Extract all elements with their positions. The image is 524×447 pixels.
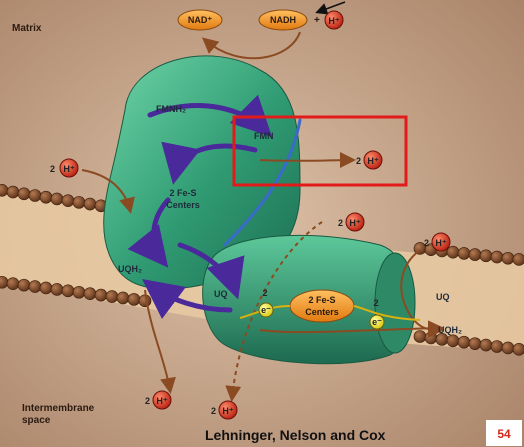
electron-flow-arrows xyxy=(127,94,302,319)
lipid-head xyxy=(39,190,53,204)
lipid-head xyxy=(6,185,20,199)
proton-right-top: 2 H⁺ xyxy=(424,232,451,252)
label-intermembrane: Intermembrane xyxy=(22,403,95,414)
lipid-head xyxy=(490,340,504,353)
lipid-head xyxy=(83,197,97,211)
lipid-head xyxy=(94,288,108,302)
lipid-head xyxy=(61,194,75,207)
proton-bottom-center-count: 2 xyxy=(211,406,216,416)
lipid-head xyxy=(28,189,42,202)
lipid-head xyxy=(39,281,53,295)
lipid-head xyxy=(83,287,97,300)
proton-nadh: H⁺ xyxy=(324,10,344,30)
label-uqh2-right: UQH₂ xyxy=(438,325,462,335)
lipid-head xyxy=(61,284,75,298)
label-uqh2-left: UQH₂ xyxy=(118,264,142,274)
label-uq-center: UQ xyxy=(214,289,228,299)
label-uq-right: UQ xyxy=(436,292,450,302)
proton-left-symbol: H⁺ xyxy=(63,164,74,174)
dashed-proton-path xyxy=(225,221,323,402)
proton-bottom-center-symbol: H⁺ xyxy=(222,406,233,416)
lipid-head xyxy=(501,251,515,265)
label-matrix: Matrix xyxy=(12,23,42,34)
lipid-head xyxy=(127,293,141,306)
proton-bottom-center: 2 H⁺ xyxy=(211,400,238,420)
electron-left: 2 e⁻ xyxy=(258,288,274,318)
lipid-head xyxy=(512,343,524,356)
lipid-head xyxy=(28,280,42,293)
page-number-box: 54 xyxy=(486,420,522,446)
proton-center-top-symbol: H⁺ xyxy=(349,218,360,228)
protein-cylinder-end xyxy=(374,252,416,354)
lipid-head xyxy=(479,249,493,263)
proton-right-top-count: 2 xyxy=(424,238,429,248)
label-fes-1-line1: 2 Fe-S xyxy=(169,188,196,198)
nadh-label: NADH xyxy=(270,15,296,25)
lipid-head xyxy=(72,285,86,299)
proton-fmn-out: 2 H⁺ xyxy=(356,150,383,170)
lipid-head xyxy=(424,331,438,345)
lipid-head xyxy=(446,245,460,259)
lipid-head xyxy=(105,290,119,303)
proton-bottom-left-symbol: H⁺ xyxy=(156,396,167,406)
lipid-head xyxy=(501,341,515,355)
electron-right-symbol: e⁻ xyxy=(372,317,382,327)
lipid-head xyxy=(17,278,31,292)
proton-bottom-left: 2 H⁺ xyxy=(145,390,172,410)
proton-nadh-symbol: H⁺ xyxy=(328,16,339,26)
electron-right-count: 2 xyxy=(373,298,378,308)
page-number: 54 xyxy=(497,427,511,441)
proton-bottom-left-count: 2 xyxy=(145,396,150,406)
proton-fmn-count: 2 xyxy=(356,156,361,166)
electron-right: 2 e⁻ xyxy=(369,298,385,330)
lipid-head xyxy=(457,335,471,349)
fes-pill: 2 Fe-S Centers xyxy=(289,289,355,323)
lipid-head xyxy=(413,330,427,343)
lipid-head xyxy=(446,334,460,348)
lipid-head xyxy=(72,196,86,209)
fmn-highlight-box xyxy=(232,115,408,187)
electron-left-count: 2 xyxy=(262,288,267,298)
electron-left-symbol: e⁻ xyxy=(261,305,271,315)
lipid-head xyxy=(116,291,130,305)
lipid-head xyxy=(50,283,64,296)
lipid-head xyxy=(512,253,524,266)
proton-left-count: 2 xyxy=(50,164,55,174)
lipid-head xyxy=(490,250,504,264)
label-fmnh2: FMNH₂ xyxy=(156,104,186,114)
lipid-head xyxy=(50,192,64,206)
nadh-pill: NADH xyxy=(258,9,308,31)
plus-sign: + xyxy=(314,15,320,26)
nad-pill: NAD⁺ xyxy=(177,9,223,31)
proton-left-in: 2 H⁺ xyxy=(50,158,79,178)
nad-label: NAD⁺ xyxy=(188,15,212,25)
lipid-heads-top xyxy=(0,184,524,266)
proton-fmn-symbol: H⁺ xyxy=(367,156,378,166)
label-fes-2-line2: Centers xyxy=(305,307,339,317)
label-fmn: FMN xyxy=(254,131,274,141)
lipid-head xyxy=(468,337,482,350)
pointer-arrow xyxy=(315,1,346,15)
label-space: space xyxy=(22,415,51,426)
label-fes-1-line2: Centers xyxy=(166,200,200,210)
lipid-head xyxy=(479,338,493,352)
proton-arrows xyxy=(81,31,444,394)
proton-center-top: 2 H⁺ xyxy=(338,212,365,232)
proton-center-top-count: 2 xyxy=(338,218,343,228)
lipid-head xyxy=(435,333,449,346)
lipid-head xyxy=(17,187,31,201)
credit-text: Lehninger, Nelson and Cox xyxy=(205,427,386,443)
proton-right-top-symbol: H⁺ xyxy=(435,238,446,248)
lipid-head xyxy=(468,248,482,261)
lipid-head xyxy=(457,247,471,260)
lipid-head xyxy=(6,277,20,290)
label-fes-2-line1: 2 Fe-S xyxy=(308,295,335,305)
